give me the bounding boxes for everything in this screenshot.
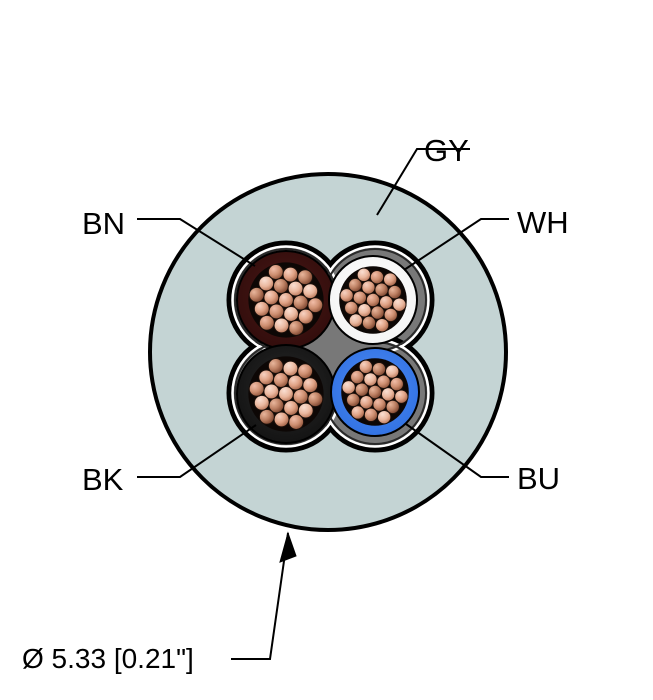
copper-strand (288, 320, 305, 336)
core-wh-strands (339, 266, 407, 334)
callout-leaders (137, 148, 509, 478)
core-bk-strands (248, 356, 324, 432)
callout-labels: GY BN WH BK BU (82, 133, 569, 497)
copper-strand (253, 394, 270, 411)
leader-bk (137, 424, 257, 478)
copper-strand (258, 369, 275, 386)
copper-strand (302, 377, 319, 394)
callout-label-bu: BU (517, 461, 560, 496)
dimension-text: Ø 5.33 [0.21"] (22, 643, 194, 674)
copper-strand (288, 414, 305, 430)
copper-strand (363, 407, 379, 423)
core-bu (330, 347, 420, 437)
copper-strand (307, 297, 324, 314)
copper-strand (356, 267, 372, 283)
copper-strand (297, 363, 314, 380)
copper-strand (383, 272, 398, 287)
copper-strand (267, 358, 284, 374)
copper-strand (258, 314, 275, 331)
copper-strand (344, 300, 359, 316)
copper-strand (350, 369, 365, 385)
core-bn (236, 250, 336, 350)
copper-strand (387, 284, 402, 300)
copper-strand (374, 317, 390, 333)
copper-strand (307, 391, 324, 408)
copper-strand (273, 411, 290, 428)
core-bk (236, 344, 336, 444)
core-bn-strands (248, 262, 324, 338)
copper-strand (350, 405, 365, 420)
copper-strand (258, 408, 275, 425)
copper-strand (341, 380, 356, 395)
copper-strand (361, 315, 377, 331)
leader-bu (405, 423, 509, 478)
copper-strand (297, 269, 314, 286)
copper-strand (369, 269, 385, 285)
copper-strand (392, 297, 407, 312)
copper-strand (376, 409, 392, 425)
dimension-callout: Ø 5.33 [0.21"] (22, 531, 297, 674)
dimension-arrowhead (279, 531, 297, 563)
copper-strand (282, 266, 299, 283)
copper-strand (383, 307, 398, 323)
core-wh (328, 255, 418, 345)
copper-strand (297, 308, 314, 325)
copper-strand (389, 376, 404, 392)
copper-strand (253, 300, 270, 317)
callout-label-wh: WH (517, 205, 569, 240)
leader-bn (137, 218, 256, 267)
copper-strand (394, 389, 409, 404)
copper-strand (248, 380, 265, 397)
copper-strand (348, 313, 363, 328)
copper-strand (297, 402, 314, 419)
copper-strand (282, 360, 299, 377)
copper-strand (273, 317, 290, 334)
callout-label-bn: BN (82, 206, 125, 241)
leader-gy (376, 148, 470, 216)
leader-wh (403, 218, 509, 271)
copper-strand (385, 399, 400, 415)
core-bu-strands (341, 358, 409, 426)
dimension-leader-line (231, 532, 289, 660)
copper-strand (339, 288, 354, 303)
copper-strand (358, 359, 374, 375)
copper-strand (346, 392, 361, 408)
copper-strand (385, 364, 400, 379)
copper-strand (267, 264, 284, 280)
copper-strand (248, 286, 265, 303)
callout-label-bk: BK (82, 462, 124, 497)
copper-strand (348, 277, 363, 293)
copper-strand (258, 275, 275, 292)
copper-strand (302, 283, 319, 300)
copper-strand (371, 361, 387, 377)
callout-label-gy: GY (424, 133, 469, 168)
